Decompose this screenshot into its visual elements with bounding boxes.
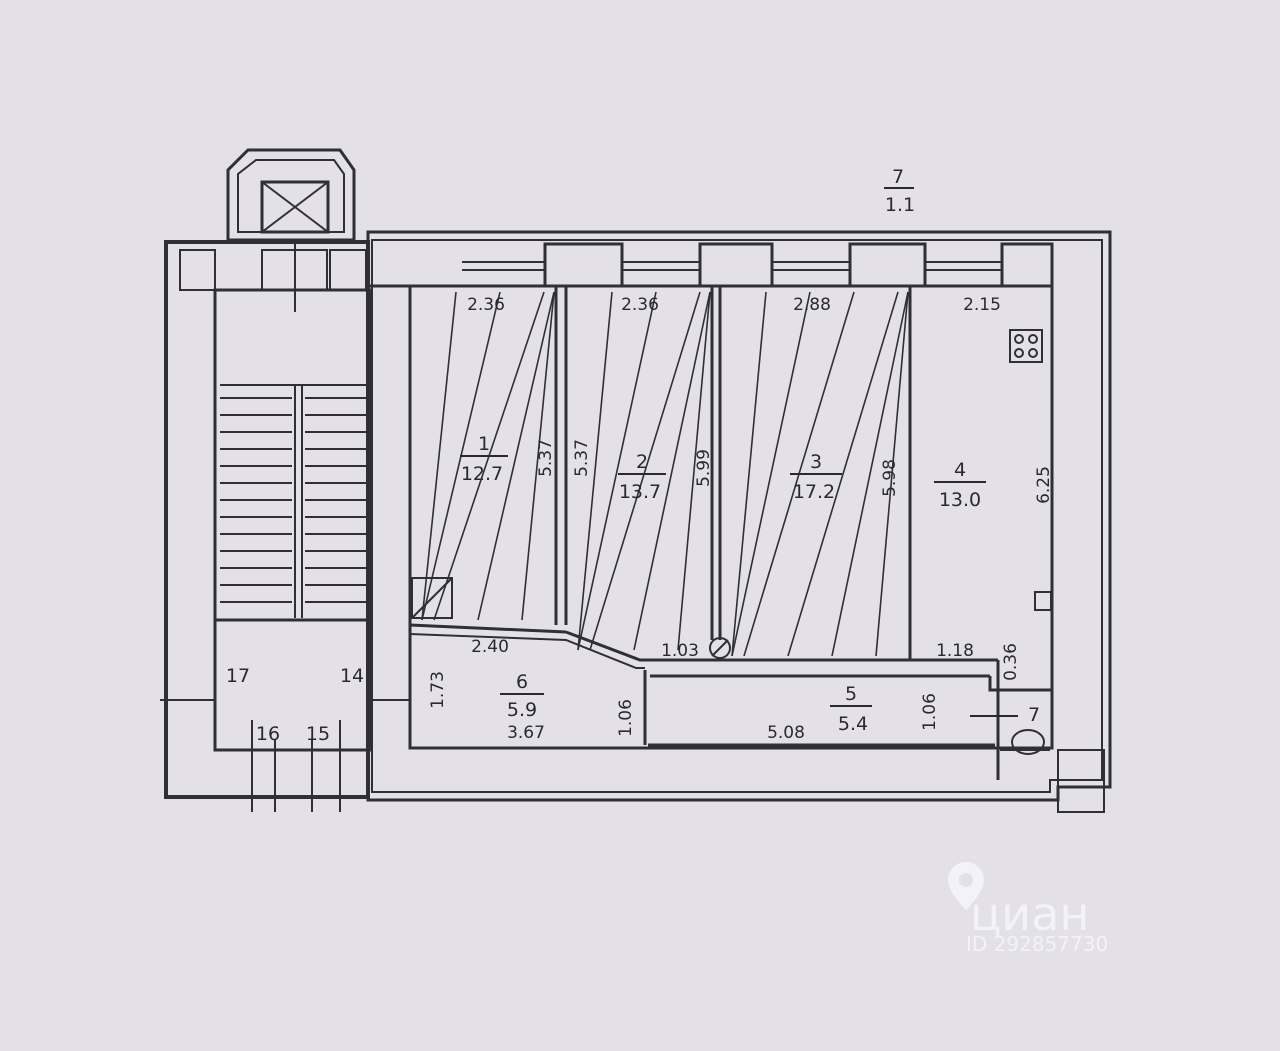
- room-6-label: 6 5.9: [500, 671, 544, 721]
- hatch-line: [787, 291, 899, 657]
- hatch-line: [831, 291, 909, 657]
- hatch-line: [577, 291, 657, 651]
- room-3-area: 17.2: [793, 481, 835, 503]
- interior-walls: [408, 284, 1054, 780]
- hatch-line: [477, 291, 555, 621]
- dim-r5-right: 1.06: [920, 693, 940, 731]
- hatch-line: [677, 291, 711, 651]
- room-5-label: 5 5.4: [830, 683, 872, 735]
- dim-r2-depth-right: 5.99: [694, 449, 714, 487]
- room-4-num: 4: [954, 459, 966, 481]
- dim-r6-side: 1.73: [428, 671, 448, 709]
- hatch-line: [577, 291, 613, 651]
- room-2-num: 2: [636, 451, 648, 473]
- dim-r4-width: 2.15: [963, 295, 1001, 315]
- hatch-line: [589, 291, 701, 651]
- dim-r1-width: 2.36: [467, 295, 505, 315]
- dim-r7-width: 1.18: [936, 641, 974, 661]
- room-6-num: 6: [516, 671, 528, 693]
- dimension-labels: 2.36 2.36 2.88 2.15 5.37 5.37 5.99 5.98 …: [226, 295, 1054, 745]
- dim-r3-depth: 5.98: [880, 459, 900, 497]
- room-2-area: 13.7: [619, 481, 661, 503]
- outside-label: 7 1.1: [884, 166, 915, 216]
- dim-r5-left: 1.06: [616, 699, 636, 737]
- room-3-num: 3: [810, 451, 822, 473]
- room-2-label: 2 13.7: [618, 451, 666, 503]
- dim-r2-width: 2.36: [621, 295, 659, 315]
- watermark-brand: циан: [970, 887, 1089, 941]
- dim-r7-gap: 0.36: [1001, 643, 1021, 681]
- room-1-area: 12.7: [461, 463, 503, 485]
- dim-r4-depth: 6.25: [1034, 466, 1054, 504]
- hatch-line: [633, 291, 711, 651]
- room-7-label: 7: [970, 704, 1040, 726]
- room-3-label: 3 17.2: [790, 451, 842, 503]
- room-1-num: 1: [478, 433, 490, 455]
- neighbor-15: 15: [306, 723, 330, 745]
- watermark-id: ID 292857730: [966, 932, 1108, 956]
- dim-r3-width: 2.88: [793, 295, 831, 315]
- location-pin-icon: [948, 862, 984, 910]
- dim-r6-top: 2.40: [471, 637, 509, 657]
- room-6-area: 5.9: [507, 699, 537, 721]
- dim-door: 1.03: [661, 641, 699, 661]
- outside-area: 1.1: [885, 194, 915, 216]
- watermark: циан ID 292857730: [948, 862, 1108, 956]
- dim-r5-bottom: 5.08: [767, 723, 805, 743]
- elevator-shaft: [226, 148, 356, 312]
- neighbor-17: 17: [226, 665, 250, 687]
- hatch-line: [521, 291, 555, 621]
- room-4-area: 13.0: [939, 489, 981, 511]
- room-1-label: 1 12.7: [460, 433, 508, 485]
- neighbor-14: 14: [340, 665, 364, 687]
- hatch-line: [875, 291, 909, 657]
- room-5-area: 5.4: [838, 713, 868, 735]
- dim-r1-depth: 5.37: [536, 439, 556, 477]
- staircase: [160, 240, 410, 812]
- dim-r6-bottom: 3.67: [507, 723, 545, 743]
- hatch-line: [421, 291, 457, 621]
- hatch-line: [731, 291, 767, 657]
- outside-num: 7: [892, 166, 904, 188]
- neighbor-16: 16: [256, 723, 280, 745]
- room-7-num: 7: [1028, 704, 1040, 726]
- dim-r2-depth-left: 5.37: [572, 439, 592, 477]
- hatch-line: [731, 291, 811, 657]
- room-4-label: 4 13.0: [934, 459, 986, 511]
- room-5-num: 5: [845, 683, 857, 705]
